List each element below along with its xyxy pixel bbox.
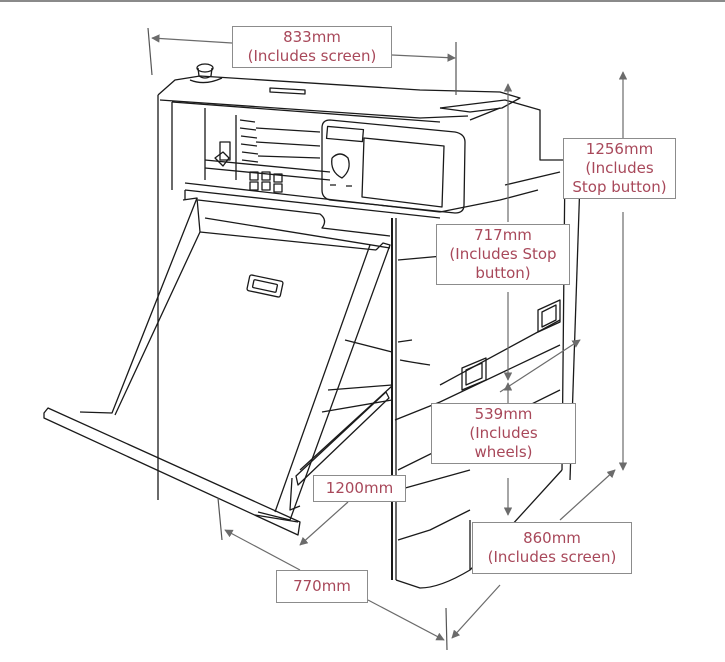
lower-height-note-1: (Includes xyxy=(469,424,538,442)
dimension-arrows xyxy=(147,27,628,651)
base-depth-value: 770mm xyxy=(293,577,351,595)
total-height-label: 1256mm (Includes Stop button) xyxy=(563,138,676,199)
width-note: (Includes screen) xyxy=(247,47,377,65)
depth-arrow-up xyxy=(559,469,616,521)
machine-body xyxy=(157,63,581,589)
upper-height-label: 717mm (Includes Stop button) xyxy=(436,224,570,285)
depth-arrow-down xyxy=(451,584,501,639)
side-diagonal-arrow xyxy=(499,339,581,393)
tray-depth-label: 1200mm xyxy=(313,475,406,502)
tray-depth-arrow xyxy=(299,501,349,546)
upper-height-value: 717mm xyxy=(474,226,532,244)
lower-height-note-2: wheels) xyxy=(474,443,533,461)
side-handle-icon xyxy=(461,357,487,391)
front-tray xyxy=(43,197,393,536)
total-height-note-2: Stop button) xyxy=(572,178,667,196)
top-border xyxy=(0,0,725,2)
width-arrow-left xyxy=(151,34,233,44)
total-height-note-1: (Includes xyxy=(585,159,654,177)
width-arrow-right xyxy=(391,53,456,62)
touch-screen xyxy=(361,137,445,208)
control-panel xyxy=(321,119,466,214)
depth-value: 860mm xyxy=(523,529,581,547)
width-label: 833mm (Includes screen) xyxy=(232,26,392,68)
lower-height-value: 539mm xyxy=(474,405,533,423)
depth-label: 860mm (Includes screen) xyxy=(472,522,632,574)
stop-button-icon xyxy=(189,63,223,84)
width-value: 833mm xyxy=(283,28,341,46)
base-depth-arrow-right xyxy=(367,599,445,641)
upper-height-note-2: button) xyxy=(475,264,531,282)
side-handle-icon xyxy=(537,299,561,333)
base-depth-arrow-left xyxy=(224,529,301,571)
depth-note: (Includes screen) xyxy=(487,548,617,566)
upper-height-note-1: (Includes Stop xyxy=(449,245,557,263)
tray-depth-value: 1200mm xyxy=(325,479,394,497)
total-height-value: 1256mm xyxy=(585,140,654,158)
base-depth-label: 770mm xyxy=(276,570,368,603)
lower-height-label: 539mm (Includes wheels) xyxy=(431,403,576,464)
